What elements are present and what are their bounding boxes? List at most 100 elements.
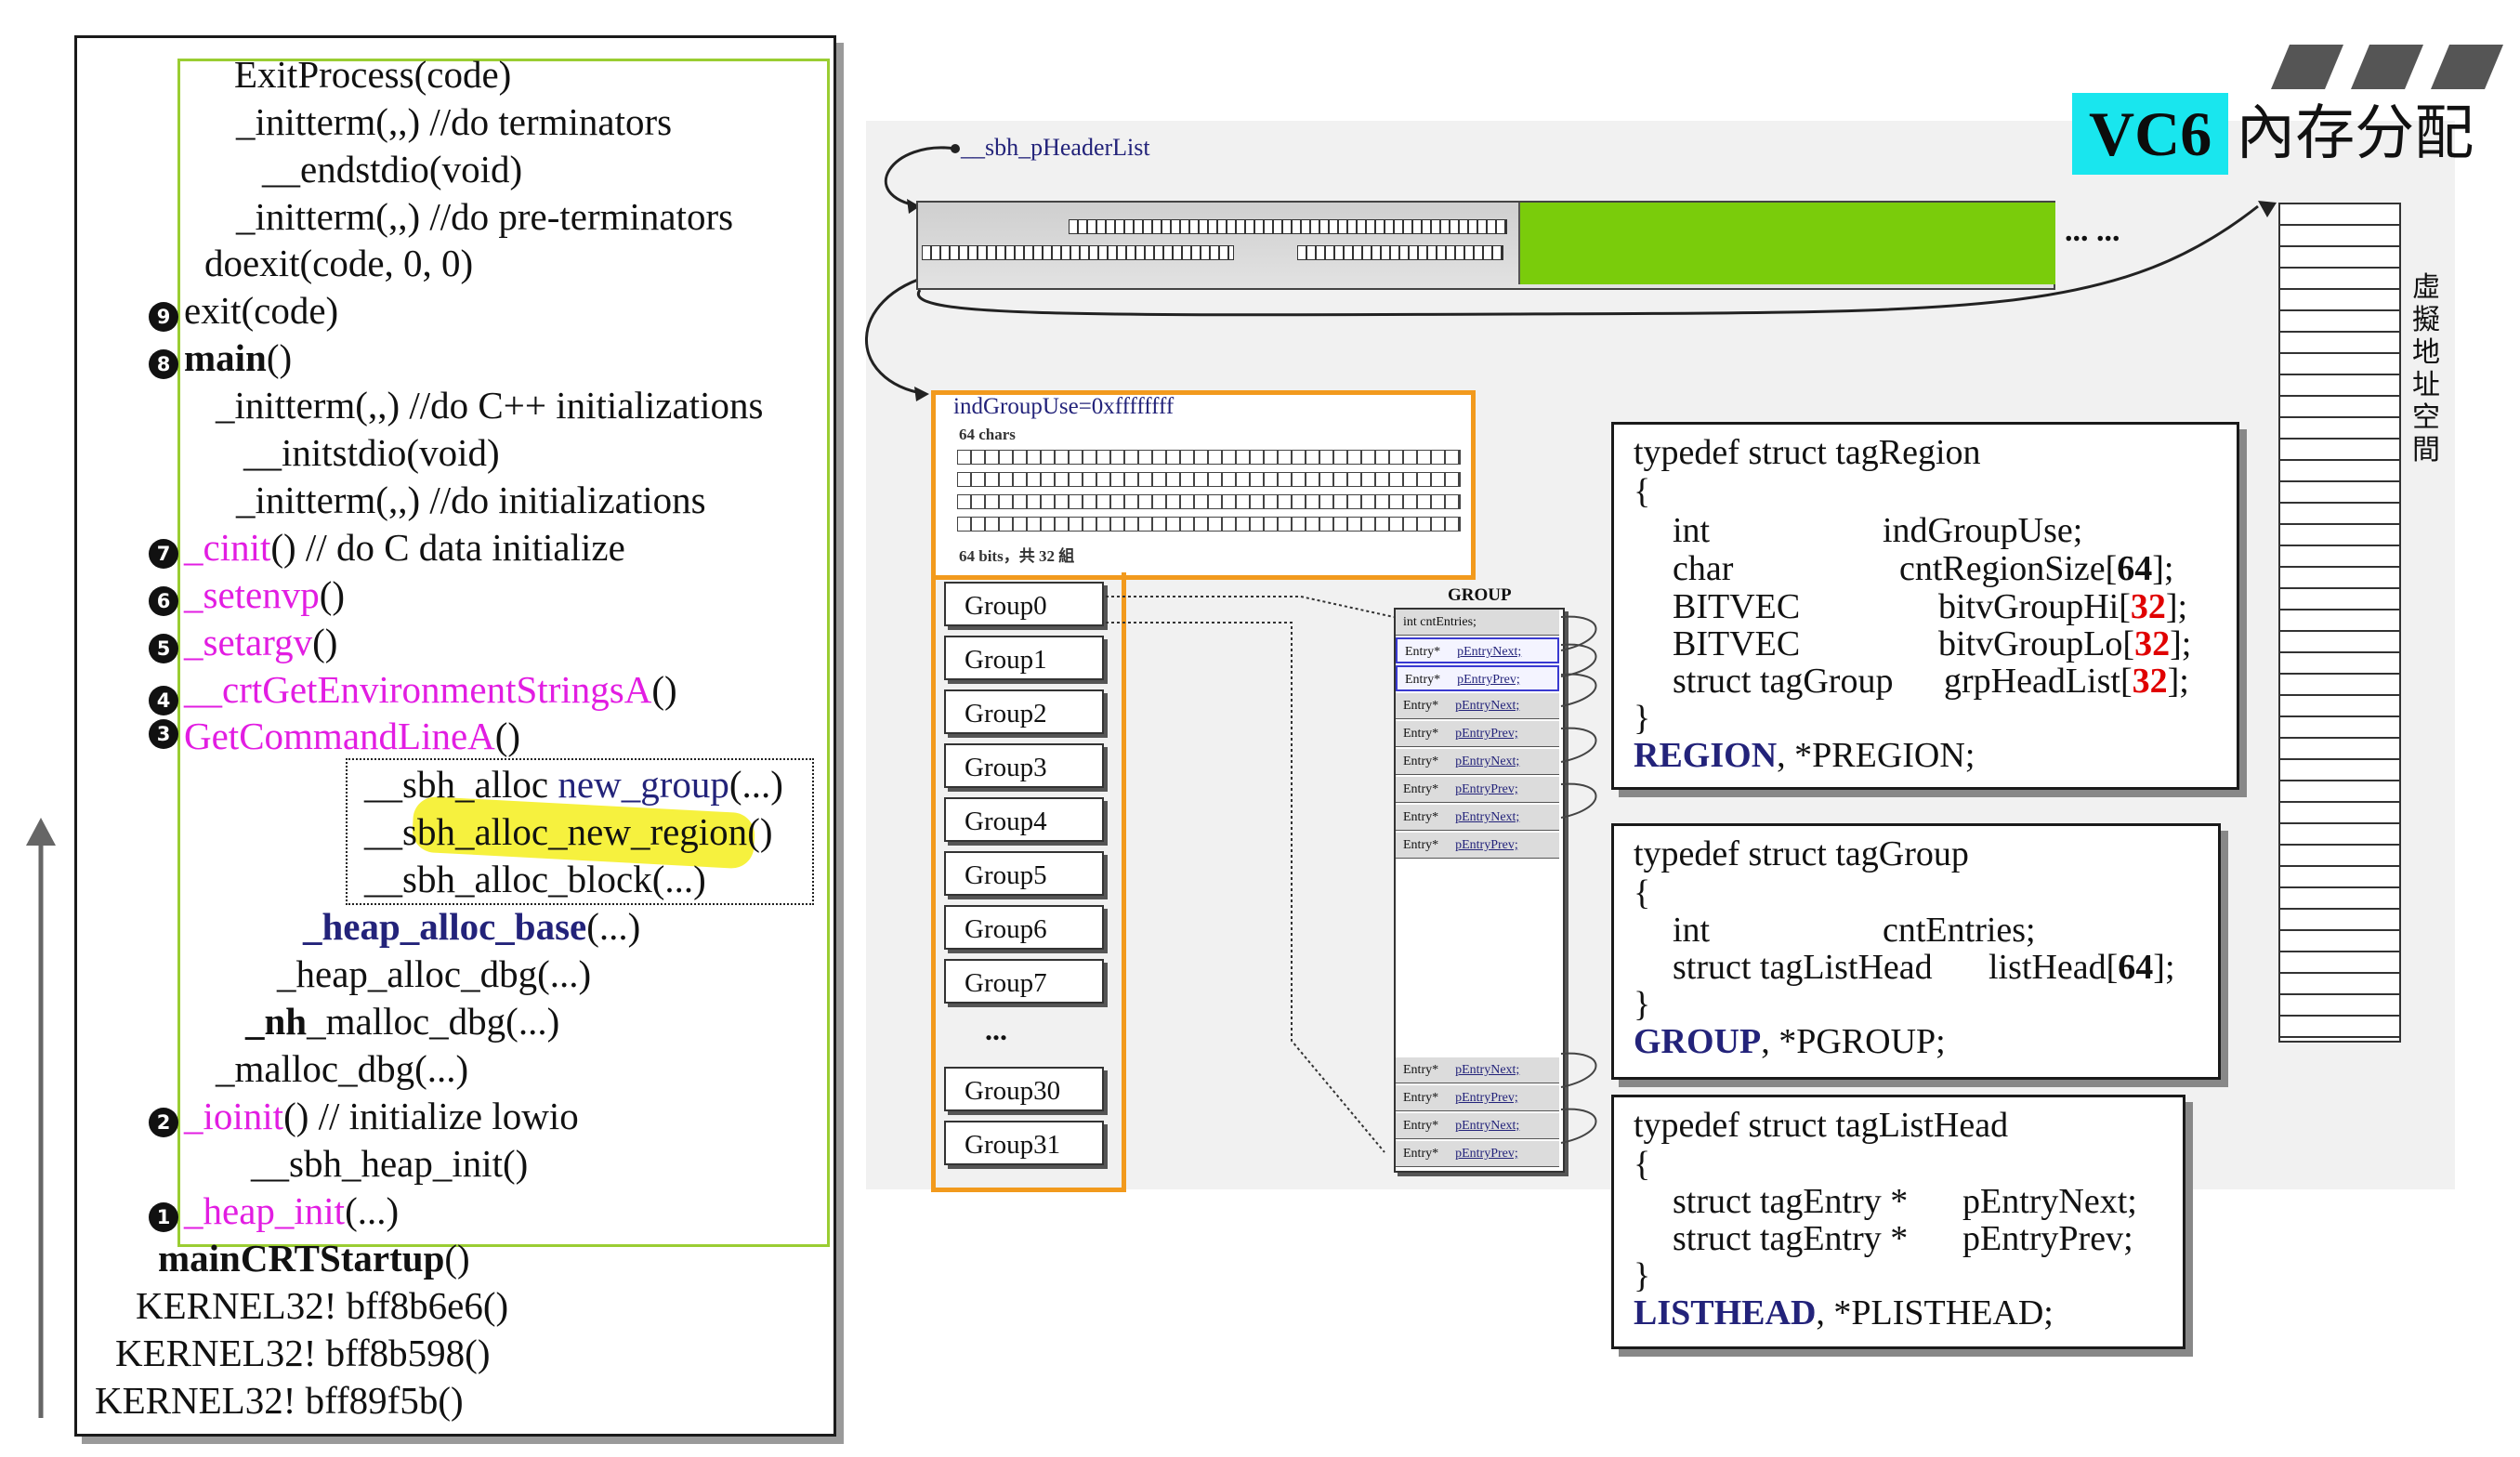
stack-line-exit: exit(code)	[184, 289, 339, 332]
entry-type: Entry*	[1403, 755, 1439, 768]
main-func: main	[184, 336, 267, 379]
step-badge-7: 7	[149, 539, 178, 569]
entry-type: Entry*	[1403, 1119, 1439, 1133]
field-type: int	[1673, 911, 1711, 950]
parens: ()	[266, 336, 293, 379]
stack-line-heap-init: _heap_init(...)	[184, 1188, 399, 1233]
getcmdline-func: GetCommandLineA	[184, 715, 495, 757]
entry-row: Entry* pEntryNext;	[1396, 749, 1559, 775]
getenv-func: __crtGetEnvironmentStringsA	[184, 668, 652, 711]
struct-alias: REGION	[1634, 736, 1778, 775]
group-box: Group7	[944, 959, 1104, 1004]
parens: ()	[494, 715, 521, 757]
field-name: pEntryNext;	[1962, 1182, 2137, 1221]
parens: ()	[312, 621, 338, 663]
stack-line: _initterm(,,) //do initializations	[236, 479, 706, 521]
stack-line: doexit(code, 0, 0)	[204, 242, 474, 284]
entry-type: Entry*	[1403, 1091, 1439, 1105]
group-box: Group3	[944, 743, 1104, 788]
header-ellipsis: ... ...	[2065, 214, 2120, 248]
stack-line-main: main()	[184, 335, 292, 380]
entry-type: Entry*	[1403, 699, 1439, 713]
group-box: Group5	[944, 851, 1104, 896]
stack-line-getenv: __crtGetEnvironmentStringsA()	[184, 667, 677, 712]
group-detail-title: GROUP	[1448, 585, 1512, 605]
field-type: char	[1673, 549, 1734, 588]
stack-line: ExitProcess(code)	[234, 53, 512, 96]
header-list-label: __sbh_pHeaderList	[961, 134, 1150, 161]
field-type: BITVEC	[1673, 587, 1801, 626]
stack-line-getcmdline: GetCommandLineA()	[184, 714, 520, 758]
args: (...)	[728, 763, 783, 806]
stack-line: KERNEL32! bff8b598()	[115, 1332, 491, 1374]
stack-line: _malloc_dbg(...)	[216, 1047, 469, 1090]
field-type: struct tagGroup	[1673, 662, 1894, 701]
step-badge-1: 1	[149, 1202, 178, 1232]
field-close: ];	[2167, 662, 2189, 701]
args: (...)	[345, 1189, 400, 1232]
group-struct-box	[1611, 823, 2221, 1080]
code-line: typedef struct tagGroup	[1634, 834, 1969, 873]
pointer-alias: , *PLISTHEAD;	[1816, 1293, 2054, 1332]
field-name: grpHeadList[32];	[1944, 662, 2189, 701]
entry-type: Entry*	[1405, 645, 1441, 659]
group-box: Group30	[944, 1067, 1104, 1111]
stack-line: __sbh_heap_init()	[251, 1142, 529, 1185]
chars-label: 64 chars	[959, 426, 1016, 443]
region-struct-box	[1611, 422, 2239, 790]
parens: ()	[444, 1237, 470, 1280]
field-type: struct tagEntry *	[1673, 1219, 1909, 1258]
stack-line: __sbh_alloc_block(...)	[364, 858, 706, 900]
stack-line: _heap_alloc_dbg(...)	[277, 952, 592, 995]
title-vc6: VC6	[2072, 93, 2229, 175]
args: (...)	[586, 905, 641, 948]
entry-type: Entry*	[1403, 1063, 1439, 1077]
code-line: {	[1634, 1145, 1651, 1184]
entry-row: Entry*pEntryPrev;	[1396, 721, 1559, 747]
step-badge-3: 3	[149, 719, 178, 749]
entry-next: pEntryNext;	[1455, 810, 1520, 824]
field-close: ];	[2170, 624, 2192, 663]
typedef-name: GROUP, *PGROUP;	[1634, 1022, 1946, 1061]
ind-group-use-label: indGroupUse=0xffffffff	[953, 394, 1175, 419]
header-bits	[1297, 245, 1503, 260]
entry-row: Entry*pEntryNext;	[1396, 805, 1559, 831]
struct-alias: LISTHEAD	[1634, 1293, 1817, 1332]
call-stack-panel	[74, 35, 836, 1437]
pointer-alias: , *PREGION;	[1777, 736, 1975, 775]
entry-prev: pEntryPrev;	[1455, 727, 1518, 741]
pointer-arrows	[865, 144, 2277, 401]
region-bit-row	[957, 472, 1461, 487]
entry-prev: pEntryPrev;	[1455, 1091, 1518, 1105]
cnt-entries-row: int cntEntries;	[1396, 610, 1559, 636]
stack-line-ioinit: _ioinit() // initialize lowio	[184, 1094, 579, 1138]
group-expansion-lines	[1106, 596, 1395, 1153]
field-ident: bitvGroupHi[	[1938, 587, 2131, 626]
group-box: Group1	[944, 636, 1104, 680]
code-line: typedef struct tagListHead	[1634, 1106, 2009, 1145]
listhead-struct-box	[1611, 1095, 2185, 1349]
entry-row: Entry*pEntryNext;	[1396, 1057, 1559, 1083]
virtual-address-space-label: 虛擬地址空間	[2412, 271, 2440, 466]
field-name: bitvGroupLo[32];	[1938, 624, 2191, 663]
code-line: }	[1634, 1256, 1651, 1295]
entry-row: Entry*pEntryPrev;	[1396, 777, 1559, 803]
bits-label: 64 bits，共 32 組	[959, 547, 1075, 565]
field-name: bitvGroupHi[32];	[1938, 587, 2187, 626]
step-badge-9: 9	[149, 302, 178, 332]
field-type: struct tagListHead	[1673, 948, 1933, 987]
entry-prev: pEntryPrev;	[1455, 838, 1518, 852]
header-bits	[1069, 219, 1507, 234]
field-ident: listHead[	[1988, 948, 2119, 987]
cinit-comment: () // do C data initialize	[270, 526, 625, 569]
group-box: Group31	[944, 1121, 1104, 1165]
field-close: ];	[2153, 948, 2175, 987]
header-bits	[922, 245, 1234, 260]
stack-line: KERNEL32! bff8b6e6()	[136, 1284, 509, 1327]
step-badge-8: 8	[149, 349, 178, 379]
entry-row: Entry*pEntryPrev;	[1396, 1141, 1559, 1167]
entry-next: pEntryNext;	[1455, 755, 1520, 768]
array-size: 64	[2117, 549, 2153, 588]
field-name: pEntryPrev;	[1962, 1219, 2133, 1258]
sbh-alloc-prefix: __sbh_alloc	[364, 763, 549, 806]
